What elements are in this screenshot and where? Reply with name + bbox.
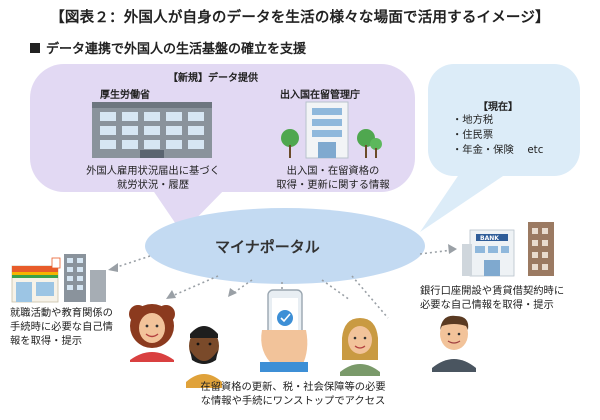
subtitle-text: データ連携で外国人の生活基盤の確立を支援 <box>46 42 307 57</box>
bank-description: 銀行口座開設や賃貸借契約時に 必要な自己情報を取得・提示 <box>420 285 565 311</box>
bank-sign: BANK <box>480 235 499 242</box>
man-brown-hair-avatar <box>432 315 476 372</box>
job-description: 就職活動や教育関係の 手続時に必要な自己情 報を取得・提示 <box>10 307 113 347</box>
current-data-bubble <box>420 64 580 232</box>
immigration-label: 出入国在留管理庁 <box>280 90 360 101</box>
current-data-label: 【現在】 <box>478 102 518 113</box>
portal-ellipse <box>145 208 425 284</box>
mhlw-building-icon <box>92 102 212 158</box>
smartphone-icon <box>260 289 308 372</box>
flow-arrows <box>113 249 453 319</box>
subtitle: データ連携で外国人の生活基盤の確立を支援 <box>30 38 306 57</box>
mhlw-description: 外国人雇用状況届出に基づく 就労状況・履歴 <box>86 165 220 191</box>
new-data-bubble <box>30 64 415 233</box>
myna-portal-label: マイナポータル <box>215 238 320 256</box>
current-item-pension-insurance: ・年金・保険 etc <box>452 144 544 156</box>
bank-building-icon <box>462 222 554 277</box>
arrow-heads <box>108 244 457 299</box>
bullet-square-icon <box>30 43 40 53</box>
current-item-resident-record: ・住民票 <box>452 129 494 141</box>
woman-curly-hair-avatar <box>129 304 175 362</box>
current-item-local-tax: ・地方税 <box>452 114 494 126</box>
immigration-description: 出入国・在留資格の 取得・更新に関する情報 <box>276 165 390 191</box>
man-beard-avatar <box>186 326 222 388</box>
bottom-description: 在留資格の更新、税・社会保障等の必要 な情報や手続にワンストップでアクセス <box>200 381 386 407</box>
mhlw-label: 厚生労働省 <box>100 90 150 101</box>
immigration-building-icon <box>281 101 382 159</box>
convenience-store-icon <box>11 254 106 303</box>
woman-blonde-avatar <box>340 318 380 376</box>
new-data-label: 【新規】データ提供 <box>168 73 258 84</box>
page-title: 【図表２：外国人が自身のデータを生活の様々な場面で活用するイメージ】 <box>50 10 550 26</box>
current-data-list: ・地方税 ・住民票 ・年金・保険 etc <box>452 113 543 158</box>
